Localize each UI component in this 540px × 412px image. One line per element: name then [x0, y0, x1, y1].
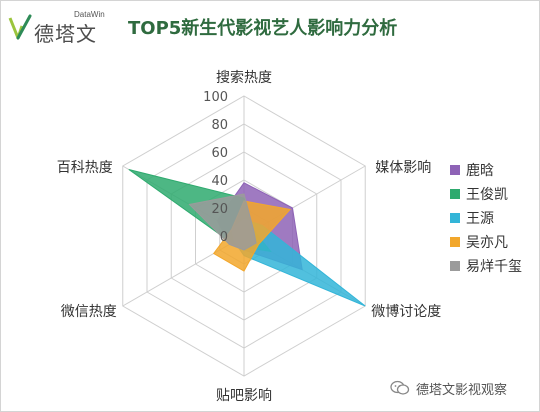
legend-label: 鹿晗	[466, 163, 494, 179]
radial-tick-label: 80	[211, 118, 228, 133]
legend-item[interactable]: 鹿晗	[450, 158, 540, 182]
radar-series	[128, 169, 366, 307]
chart-title: TOP5新生代影视艺人影响力分析	[128, 18, 398, 39]
legend-item[interactable]: 易烊千玺	[450, 254, 540, 278]
watermark-text: 德塔文影视观察	[416, 382, 508, 398]
series-polygon-5	[188, 193, 257, 251]
legend-item[interactable]: 王源	[450, 206, 540, 230]
radial-tick-label: 0	[220, 230, 228, 245]
wechat-icon	[390, 380, 410, 395]
axis-label: 媒体影响	[375, 160, 431, 176]
axis-label: 微博讨论度	[371, 303, 441, 320]
radial-tick-label: 100	[203, 90, 228, 105]
logo-english: DataWin	[74, 10, 105, 19]
datawin-logo-icon	[8, 14, 32, 40]
legend-label: 易烊千玺	[466, 259, 522, 275]
legend-label: 王俊凯	[466, 187, 508, 203]
legend-swatch	[450, 237, 460, 247]
legend: 鹿晗王俊凯王源吴亦凡易烊千玺	[450, 158, 540, 278]
datawin-logo: DataWin 德塔文	[8, 10, 118, 46]
legend-item[interactable]: 王俊凯	[450, 182, 540, 206]
axis-label: 搜索热度	[216, 69, 272, 86]
legend-swatch	[450, 189, 460, 199]
radial-tick-label: 40	[211, 174, 228, 189]
logo-chinese: 德塔文	[34, 22, 97, 46]
legend-swatch	[450, 165, 460, 175]
legend-swatch	[450, 261, 460, 271]
legend-swatch	[450, 213, 460, 223]
legend-item[interactable]: 吴亦凡	[450, 230, 540, 254]
axis-label: 微信热度	[61, 304, 117, 320]
legend-label: 王源	[466, 211, 494, 227]
axis-label: 贴吧影响	[216, 388, 272, 404]
radial-tick-label: 60	[211, 146, 228, 161]
watermark: 德塔文影视观察	[390, 376, 507, 400]
legend-label: 吴亦凡	[466, 235, 508, 251]
radial-tick-label: 20	[211, 202, 228, 217]
axis-label: 百科热度	[57, 160, 113, 176]
